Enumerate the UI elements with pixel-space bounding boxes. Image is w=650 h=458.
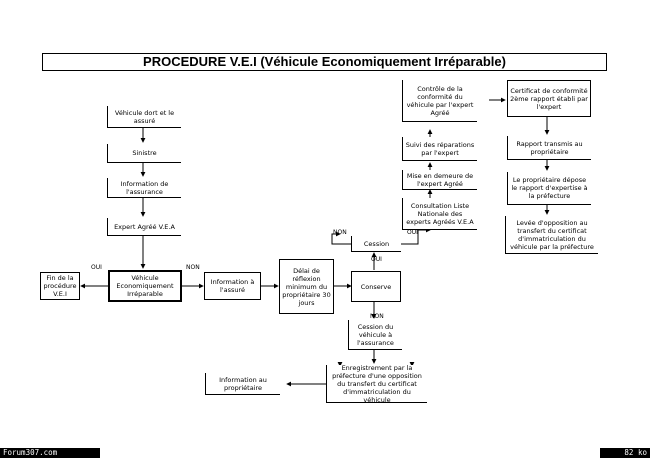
box-sinistre: Sinistre [107, 144, 181, 163]
box-cession-top: Cession [351, 236, 401, 252]
label-non-right: NON [186, 264, 200, 271]
box-consultation-liste: Consultation Liste Nationale des experts… [402, 198, 477, 230]
box-depot-rapport: Le propriétaire dépose le rapport d'expe… [507, 172, 591, 205]
box-cession-assurance: Cession du véhicule à l'assurance [348, 320, 402, 350]
box-vehicule-dort: Véhicule dort et le assuré [107, 106, 181, 128]
connector-oui-top [401, 227, 431, 245]
box-information-proprietaire: Information au propriétaire [205, 373, 280, 395]
box-expert: Expert Agréé V.E.A [107, 218, 181, 236]
label-oui-top: OUI [407, 229, 418, 236]
box-information-assure: Information à l'assuré [204, 272, 261, 300]
label-non-top: NON [333, 229, 347, 236]
box-delai-reflexion: Délai de réflexion minimum du propriétai… [279, 259, 334, 314]
box-vehicule-irreparable: Véhicule Economiquement Irréparable [108, 270, 182, 302]
box-fin-procedure: Fin de la procédure V.E.I [40, 272, 80, 300]
footer-site: Forum307.com [0, 448, 100, 458]
box-levee-opposition: Levée d'opposition au transfert du certi… [505, 216, 598, 254]
box-rapport-prefecture: Rapport transmis au propriétaire [507, 136, 591, 160]
connector-non-top [331, 231, 351, 245]
box-suivi-reparations: Suivi des réparations par l'expert [402, 137, 477, 161]
page-title: PROCEDURE V.E.I (Véhicule Economiquement… [42, 53, 607, 71]
footer-size: 82 ko [600, 448, 650, 458]
box-conserve: Conserve [351, 271, 401, 302]
label-oui-left: OUI [91, 264, 102, 271]
box-enregistrement: Enregistrement par la préfecture d'une o… [326, 365, 427, 403]
label-oui-mid: OUI [371, 256, 382, 263]
box-controle-conformite: Contrôle de la conformité du véhicule pa… [402, 80, 477, 122]
box-mise-demeure: Mise en demeure de l'expert Agréé [402, 170, 477, 190]
box-information-assurance: Information de l'assurance [107, 178, 181, 198]
label-non-bottom: NON [370, 313, 384, 320]
box-certificat-conformite: Certificat de conformité 2ème rapport ét… [507, 80, 591, 117]
